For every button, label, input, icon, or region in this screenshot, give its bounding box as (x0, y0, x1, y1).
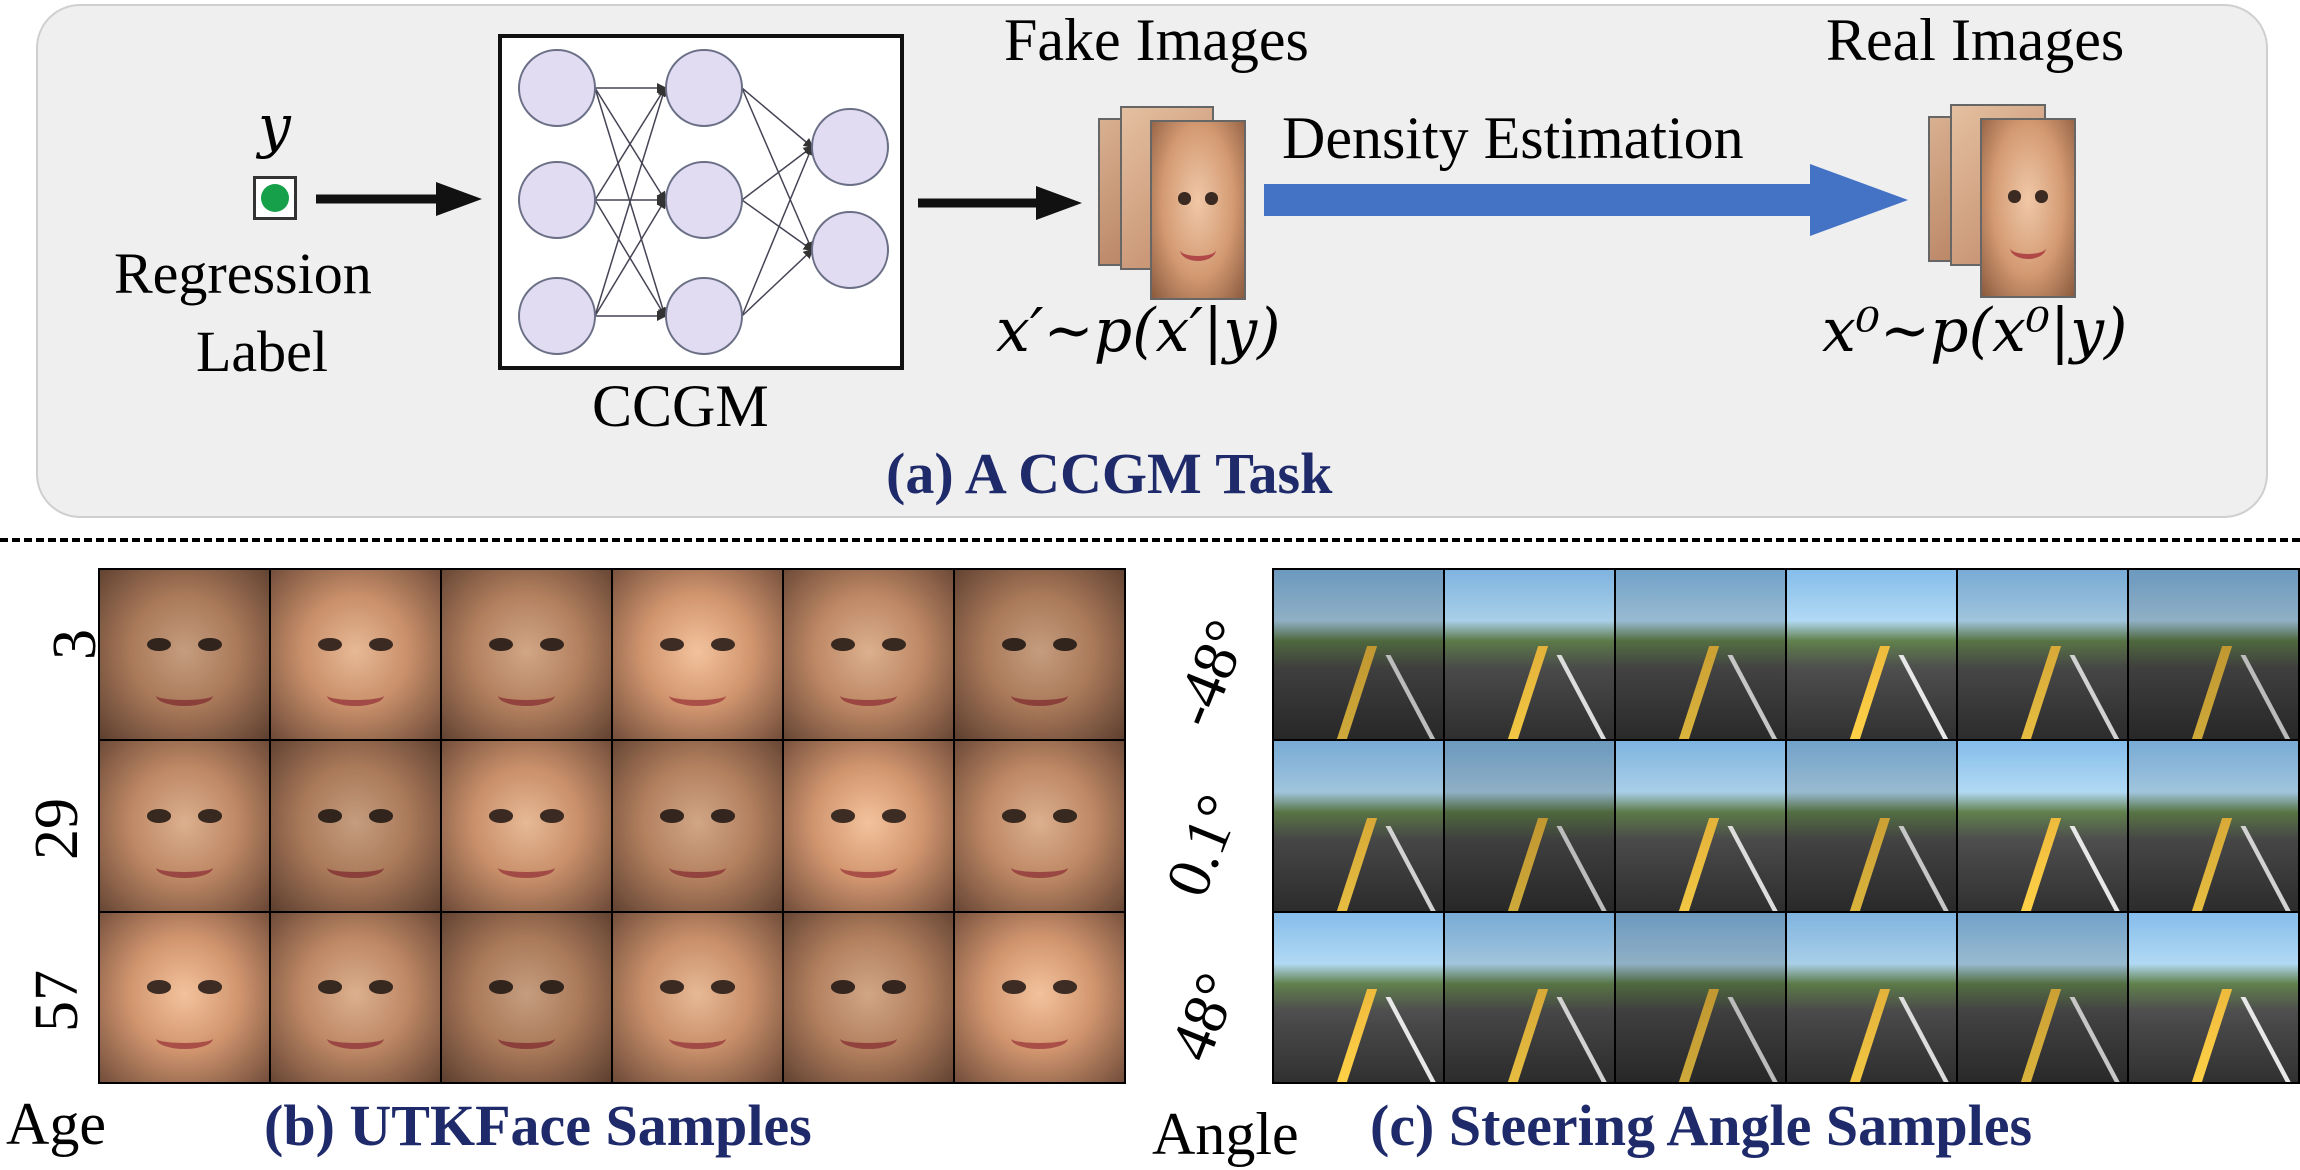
face-sample-image (613, 912, 782, 1082)
road-sample-image (1616, 912, 1785, 1082)
angle-row-label-1: 0.1° (1152, 785, 1255, 906)
road-sample-image (1274, 912, 1443, 1082)
face-sample-image (442, 570, 611, 740)
road-sample-image (1958, 741, 2127, 911)
network-connections (594, 83, 814, 321)
road-sample-image (2129, 912, 2298, 1082)
face-sample-image (955, 912, 1124, 1082)
face-sample-image (784, 912, 953, 1082)
utkface-sample-grid (98, 568, 1126, 1084)
ccgm-diagram-graphics (316, 34, 1908, 370)
road-sample-image (1445, 570, 1614, 740)
panel-c-caption: (c) Steering Angle Samples (1370, 1093, 2033, 1158)
real-distribution-formula: x⁰~p(x⁰|y) (1822, 296, 2128, 366)
model-to-fake-arrow (918, 186, 1082, 220)
panel-a-caption: (a) A CCGM Task (886, 441, 1333, 506)
fake-images-title: Fake Images (1004, 7, 1309, 73)
road-sample-image (1616, 570, 1785, 740)
fake-distribution-formula: x′~p(x′|y) (996, 296, 1281, 366)
real-image-front (1980, 118, 2076, 298)
angle-row-label-0: -48° (1158, 610, 1263, 736)
label-box (253, 176, 297, 220)
label-text-line2: Label (196, 319, 329, 384)
panel-b-caption: (b) UTKFace Samples (264, 1093, 812, 1158)
real-images-title: Real Images (1826, 7, 2125, 73)
road-sample-image (1787, 912, 1956, 1082)
road-sample-image (1787, 741, 1956, 911)
face-sample-image (613, 741, 782, 911)
face-sample-image (442, 912, 611, 1082)
density-estimation-arrow (1264, 164, 1908, 236)
face-sample-image (271, 741, 440, 911)
face-sample-image (613, 570, 782, 740)
face-sample-image (271, 912, 440, 1082)
age-row-label-2: 57 (23, 970, 91, 1032)
face-sample-image (955, 741, 1124, 911)
face-sample-image (784, 570, 953, 740)
angle-axis-name: Angle (1152, 1101, 1299, 1167)
face-sample-image (955, 570, 1124, 740)
label-to-model-arrow (316, 182, 482, 216)
face-sample-image (100, 912, 269, 1082)
road-sample-image (1274, 570, 1443, 740)
road-sample-image (1445, 912, 1614, 1082)
face-sample-image (442, 741, 611, 911)
road-sample-image (2129, 741, 2298, 911)
network-neurons (518, 49, 889, 355)
density-estimation-label: Density Estimation (1282, 105, 1744, 171)
label-symbol: y (258, 92, 291, 160)
face-sample-image (271, 570, 440, 740)
road-sample-image (1445, 741, 1614, 911)
road-sample-image (1787, 570, 1956, 740)
face-sample-image (100, 570, 269, 740)
fake-image-front (1150, 120, 1246, 300)
road-sample-image (1274, 741, 1443, 911)
age-axis-name: Age (6, 1091, 106, 1157)
section-divider (0, 538, 2300, 542)
steering-angle-sample-grid (1272, 568, 2300, 1084)
face-sample-image (784, 741, 953, 911)
model-name: CCGM (592, 373, 769, 439)
angle-row-label-2: 48° (1156, 963, 1253, 1070)
road-sample-image (1616, 741, 1785, 911)
label-text-line1: Regression (114, 241, 372, 306)
road-sample-image (1958, 570, 2127, 740)
road-sample-image (2129, 570, 2298, 740)
age-row-label-1: 29 (23, 798, 91, 860)
road-sample-image (1958, 912, 2127, 1082)
label-dot-icon (261, 184, 289, 212)
face-sample-image (100, 741, 269, 911)
